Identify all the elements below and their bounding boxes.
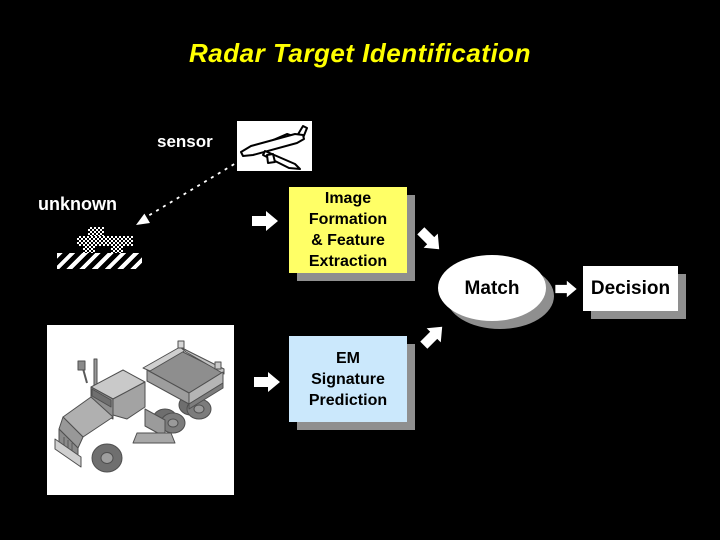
known-target-truck-image	[47, 325, 234, 495]
flow-arrow-em-to-match	[420, 326, 443, 349]
node-em-signature: EM Signature Prediction	[289, 336, 407, 422]
node-line: & Feature	[311, 232, 385, 249]
node-label: Decision	[590, 278, 671, 299]
node-line: Prediction	[308, 391, 388, 409]
flow-arrow-truck-to-em	[254, 372, 280, 392]
node-line: Extraction	[308, 253, 388, 270]
node-line: EM	[336, 349, 360, 367]
flow-arrow-unknown-to-image-formation	[252, 211, 278, 231]
flatbed-truck-icon	[54, 340, 225, 473]
flow-arrow-image-formation-to-match	[417, 227, 440, 250]
sensing-dashed-arrow	[136, 159, 242, 225]
node-label: Match	[464, 277, 520, 299]
dithered-vehicle-silhouette	[88, 227, 104, 236]
node-decision: Decision	[583, 266, 678, 311]
dithered-vehicle-silhouette	[83, 246, 95, 253]
node-line: Signature	[311, 370, 385, 388]
sensor-aircraft-image	[237, 121, 312, 171]
slide-title: Radar Target Identification	[189, 38, 531, 68]
dithered-vehicle-silhouette	[77, 236, 133, 246]
sensor-label: sensor	[157, 132, 213, 151]
node-match: Match	[438, 255, 546, 321]
node-line: Formation	[308, 211, 388, 228]
diagonal-hatch-strip	[57, 253, 142, 269]
flow-arrow-match-to-decision	[555, 280, 577, 298]
aircraft-icon	[240, 125, 308, 170]
node-image-formation: Image Formation & Feature Extraction	[289, 187, 407, 273]
dithered-vehicle-silhouette	[111, 246, 123, 253]
node-line: Image	[324, 190, 372, 207]
unknown-label: unknown	[38, 194, 117, 214]
